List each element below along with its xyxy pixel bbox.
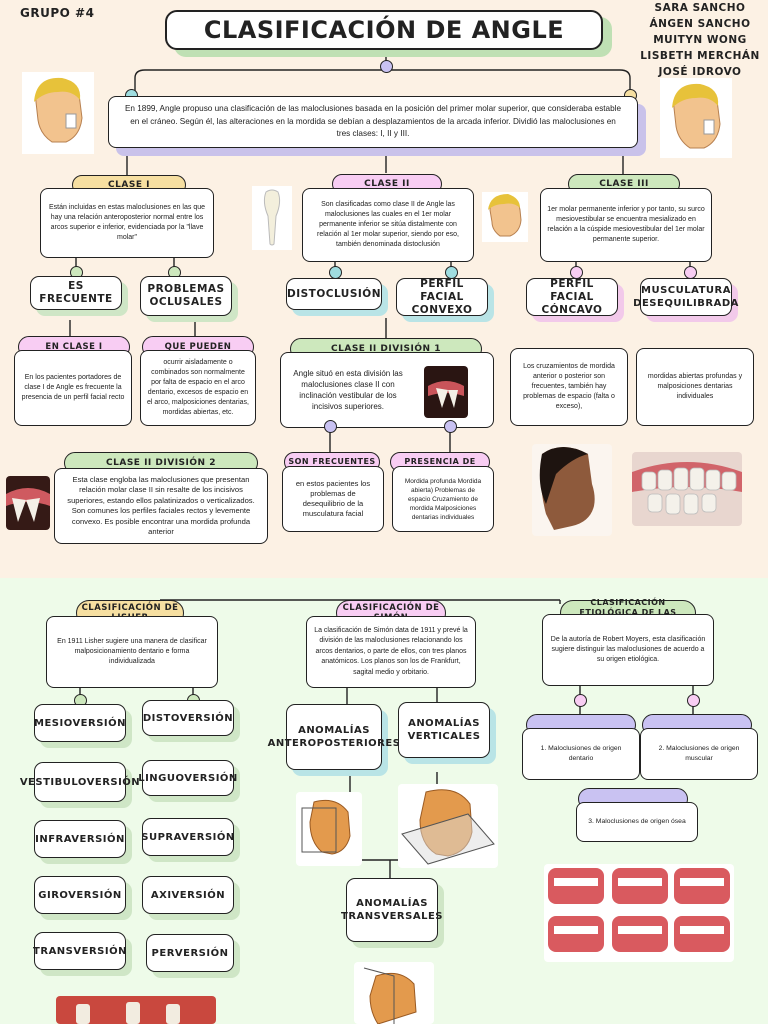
- clase-2-description: Son clasificadas como clase II de Angle …: [302, 188, 474, 262]
- head-model-icon: [398, 784, 498, 868]
- presencia-text: Mordida profunda Mordida abierta) Proble…: [392, 466, 494, 532]
- son-frecuentes-text: en estos pacientes los problemas de dese…: [282, 466, 384, 532]
- profile-face-icon: [22, 72, 94, 154]
- lisher-description: En 1911 Lisher sugiere una manera de cla…: [46, 616, 218, 688]
- group-label: GRUPO #4: [20, 6, 95, 20]
- connector-dot: [687, 694, 700, 707]
- simon-description: La clasificación de Simón data de 1911 y…: [306, 616, 476, 688]
- clase-3-description: 1er molar permanente inferior y por tant…: [540, 188, 712, 262]
- lisher-item: MESIOVERSIÓN: [34, 704, 126, 742]
- etiologica-item-1: 1. Maloclusiones de origen dentario: [522, 728, 640, 780]
- author-name: SARA SANCHO: [654, 2, 746, 14]
- lisher-item: INFRAVERSIÓN: [34, 820, 126, 858]
- etiologica-item-3: 3. Maloclusiones de origen ósea: [576, 802, 698, 842]
- lisher-item: DISTOVERSIÓN: [142, 700, 234, 736]
- teeth-photo-icon: [6, 476, 50, 530]
- clase-2-div-1-text: Angle situó en esta división las maloclu…: [293, 369, 403, 411]
- page-title: CLASIFICACIÓN DE ANGLE: [165, 10, 603, 50]
- distoclusion-tag: DISTOCLUSIÓN: [286, 278, 382, 310]
- clase-1-description: Están incluidas en estas maloclusiones e…: [40, 188, 214, 258]
- problemas-oclusales-tag: PROBLEMAS OCLUSALES: [140, 276, 232, 316]
- head-model-icon: [296, 792, 362, 866]
- musculatura-text: mordidas abiertas profundas y malposicio…: [636, 348, 754, 426]
- malocclusion-chart-icon: [544, 864, 734, 962]
- lisher-item: GIROVERSIÓN: [34, 876, 126, 914]
- profile-face-icon: [660, 78, 732, 158]
- author-name: ÁNGEN SANCHO: [649, 18, 751, 30]
- que-pueden-text: ocurrir aisladamente o combinados son no…: [140, 350, 256, 426]
- author-name: MUITYN WONG: [653, 34, 747, 46]
- es-frecuente-tag: ES FRECUENTE: [30, 276, 122, 310]
- musculatura-tag: MUSCULATURA DESEQUILIBRADA: [633, 278, 738, 316]
- profile-face-icon: [482, 192, 528, 242]
- head-model-icon: [354, 962, 434, 1024]
- en-clase-1-text: En los pacientes portadores de clase I d…: [14, 350, 132, 426]
- authors-list: SARA SANCHO ÁNGEN SANCHO MUITYN WONG LIS…: [636, 0, 764, 80]
- intro-text: En 1899, Angle propuso una clasificación…: [108, 96, 638, 148]
- tooth-icon: [252, 186, 292, 250]
- lisher-item: SUPRAVERSIÓN: [141, 818, 234, 856]
- incisors-photo-icon: [424, 366, 468, 418]
- etiologica-item-2: 2. Maloclusiones de origen muscular: [640, 728, 758, 780]
- author-name: JOSÉ IDROVO: [658, 66, 742, 78]
- transversales-tag: ANOMALÍAS TRANSVERSALES: [341, 878, 442, 942]
- clase-2-div-2-text: Esta clase engloba las maloclusiones que…: [54, 468, 268, 544]
- profile-portrait-icon: [532, 444, 612, 536]
- mouth-photo-icon: [56, 996, 216, 1024]
- lisher-item: LINGUOVERSIÓN: [138, 760, 237, 796]
- verticales-tag: ANOMALÍAS VERTICALES: [398, 702, 490, 758]
- perfil-concavo-text: Los cruzamientos de mordida anterior o p…: [510, 348, 628, 426]
- lisher-item: AXIVERSIÓN: [142, 876, 234, 914]
- connector-dot: [574, 694, 587, 707]
- anteroposteriores-tag: ANOMALÍAS ANTEROPOSTERIORES: [268, 704, 400, 770]
- perfil-concavo-tag: PERFIL FACIAL CÓNCAVO: [526, 278, 618, 316]
- lisher-item: PERVERSIÓN: [146, 934, 234, 972]
- lisher-item: VESTIBULOVERSIÓN: [20, 762, 140, 802]
- teeth-photo-icon: [632, 452, 742, 526]
- author-name: LISBETH MERCHÁN: [640, 50, 760, 62]
- connector-dot: [380, 60, 393, 73]
- etiologica-description: De la autoría de Robert Moyers, esta cla…: [542, 614, 714, 686]
- connector-dot: [444, 420, 457, 433]
- lisher-item: TRANSVERSIÓN: [33, 932, 126, 970]
- connector-dot: [324, 420, 337, 433]
- perfil-convexo-tag: PERFIL FACIAL CONVEXO: [396, 278, 488, 316]
